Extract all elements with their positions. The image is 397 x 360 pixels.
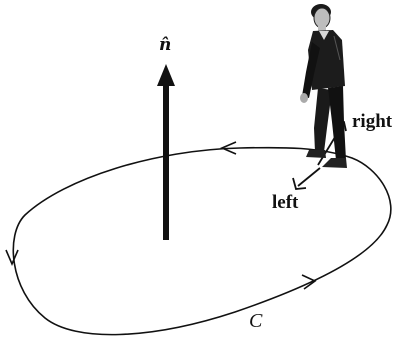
normal-vector-arrowhead — [157, 64, 175, 86]
closed-curve-c — [13, 148, 391, 335]
left-direction-arrow — [298, 168, 320, 186]
left-label: left — [272, 193, 298, 212]
walking-person-figure — [300, 4, 347, 168]
curve-label: C — [249, 311, 262, 331]
left-direction-arrowhead — [293, 178, 306, 189]
curve-direction-arrow-left — [6, 250, 18, 264]
curve-direction-arrow-bottom — [302, 275, 315, 289]
right-label: right — [352, 112, 392, 131]
normal-vector-label: n̂ — [159, 37, 171, 54]
